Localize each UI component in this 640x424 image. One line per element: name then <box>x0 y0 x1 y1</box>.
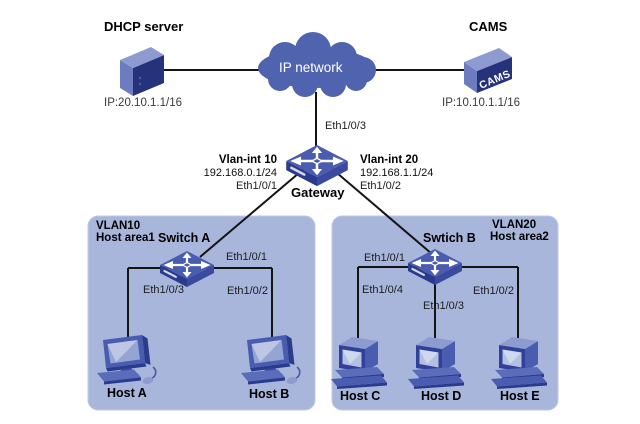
cams-server-ip: IP:10.10.1.1/16 <box>442 97 521 109</box>
dhcp-server-label: DHCP server <box>104 19 184 34</box>
vlan10-area-subtitle: Host area1 <box>96 232 155 244</box>
cams-server-icon: CAMS <box>464 48 512 93</box>
switch-b-port-right: Eth1/0/2 <box>473 285 514 297</box>
switch-b-port-uplink: Eth1/0/1 <box>364 252 405 264</box>
gateway-vlan20-if-port: Eth1/0/2 <box>360 180 401 192</box>
host-b-icon <box>240 334 301 386</box>
gateway-vlan10-if-port: Eth1/0/1 <box>236 180 277 192</box>
gateway-switch-icon <box>284 143 350 188</box>
gateway-vlan20-if-ip: 192.168.1.1/24 <box>360 167 434 179</box>
gateway-vlan20-if-name: Vlan-int 20 <box>360 154 419 166</box>
vlan20-area-title: VLAN20 <box>492 219 537 231</box>
host-a-icon <box>96 334 157 386</box>
cams-server-label: CAMS <box>469 19 508 34</box>
gateway-vlan10-if-ip: 192.168.0.1/24 <box>203 167 277 179</box>
switch-b-label: Swtich B <box>423 231 476 245</box>
switch-a-label: Switch A <box>158 231 211 245</box>
switch-a-port-right: Eth1/0/2 <box>227 285 268 297</box>
host-d-label: Host D <box>421 389 462 403</box>
host-a-label: Host A <box>107 386 147 400</box>
gateway-uplink-port-label: Eth1/0/3 <box>325 120 366 132</box>
dhcp-server-icon <box>120 47 164 96</box>
connection-lines <box>127 69 519 348</box>
switch-b-port-left: Eth1/0/4 <box>362 284 403 296</box>
ip-network-cloud <box>258 32 376 97</box>
switch-b-port-mid: Eth1/0/3 <box>423 300 464 312</box>
gateway-vlan10-if-name: Vlan-int 10 <box>218 154 277 166</box>
switch-a-port-left: Eth1/0/3 <box>143 284 184 296</box>
dhcp-server-ip: IP:20.10.1.1/16 <box>104 97 183 109</box>
host-c-label: Host C <box>340 389 381 403</box>
host-e-label: Host E <box>500 389 540 403</box>
gateway-label: Gateway <box>291 185 345 200</box>
switch-a-port-uplink: Eth1/0/1 <box>226 251 267 263</box>
cloud-label: IP network <box>279 60 343 75</box>
vlan20-area-subtitle: Host area2 <box>490 231 549 243</box>
host-b-label: Host B <box>249 387 290 401</box>
vlan10-area-title: VLAN10 <box>96 220 141 232</box>
